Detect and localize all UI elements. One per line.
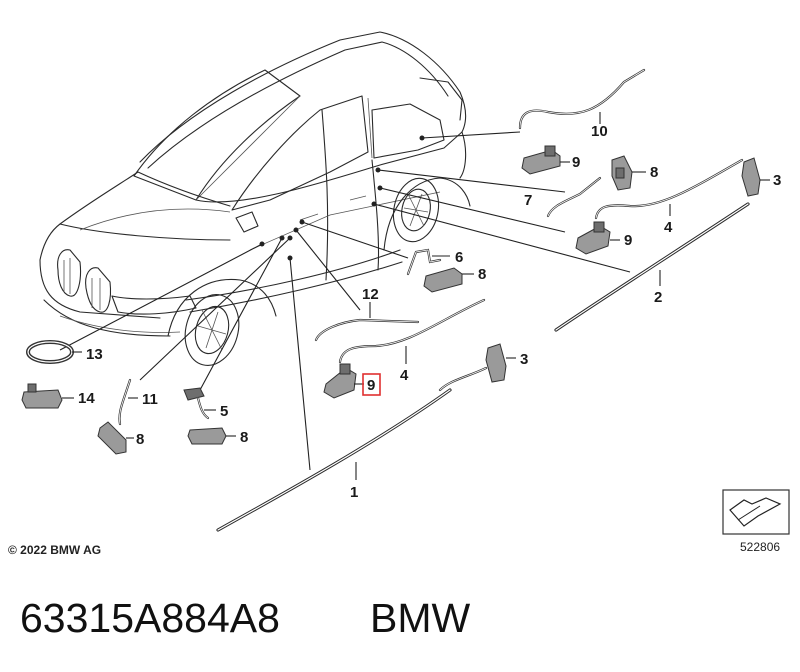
part-number: 63315A884A8 [20, 595, 280, 641]
callout-8-center: 8 [478, 266, 486, 283]
brand-name: BMW [370, 595, 471, 641]
car-illustration [39, 31, 471, 366]
part-6-bracket[interactable] [406, 248, 450, 276]
callout-8-bottom: 8 [240, 429, 248, 446]
callout-7: 7 [524, 192, 532, 209]
copyright-text: © 2022 BMW AG [8, 543, 101, 557]
callout-1: 1 [350, 484, 358, 501]
callout-10: 10 [591, 123, 608, 140]
callout-9-top: 9 [572, 154, 580, 171]
part-2-strip[interactable] [554, 202, 750, 332]
callout-labels: 10 9 8 3 7 4 9 6 8 2 12 3 4 9 13 14 11 5… [78, 123, 781, 501]
callout-4-right: 4 [664, 219, 673, 236]
part-12-strip[interactable] [314, 302, 420, 342]
highlight-box [362, 373, 381, 396]
part-8-clip-left[interactable] [97, 421, 134, 455]
part-4-strip-center[interactable] [338, 298, 486, 364]
part-3-sensor-center[interactable] [438, 343, 516, 392]
callout-6: 6 [455, 249, 463, 266]
part-13-cable-coil[interactable] [26, 340, 82, 364]
part-14-sensor[interactable] [21, 383, 74, 409]
diagram-reference-icon [722, 489, 790, 535]
callout-8-left: 8 [136, 431, 144, 448]
callout-2: 2 [654, 289, 662, 306]
callout-14: 14 [78, 390, 95, 407]
part-4-strip-right[interactable] [594, 158, 744, 220]
part-5-bracket[interactable] [183, 387, 216, 420]
part-3-sensor-top[interactable] [741, 157, 770, 197]
part-11-wire[interactable] [118, 378, 138, 426]
part-8-clip-bottom[interactable] [187, 427, 236, 445]
diagram-number: 522806 [740, 540, 780, 554]
callout-3-center: 3 [520, 351, 528, 368]
callout-13: 13 [86, 346, 103, 363]
part-9-sensor-top[interactable] [521, 145, 570, 175]
callout-4-center: 4 [400, 367, 409, 384]
callout-5: 5 [220, 403, 228, 420]
part-8-clip-top[interactable] [611, 155, 646, 191]
part-9-sensor-mid[interactable] [575, 221, 620, 255]
callout-11: 11 [142, 391, 158, 408]
part-8-clip-center[interactable] [423, 267, 474, 293]
callout-3-top: 3 [773, 172, 781, 189]
part-7-wire[interactable] [546, 176, 602, 218]
part-1-strip[interactable] [216, 388, 452, 532]
part-10-wire[interactable] [518, 68, 646, 130]
callout-9-mid: 9 [624, 232, 632, 249]
part-9-sensor-center[interactable] [323, 363, 381, 399]
leader-lines [59, 131, 631, 471]
callout-8-top: 8 [650, 164, 658, 181]
callout-9-highlighted: 9 [367, 377, 375, 394]
callout-12: 12 [362, 286, 379, 303]
